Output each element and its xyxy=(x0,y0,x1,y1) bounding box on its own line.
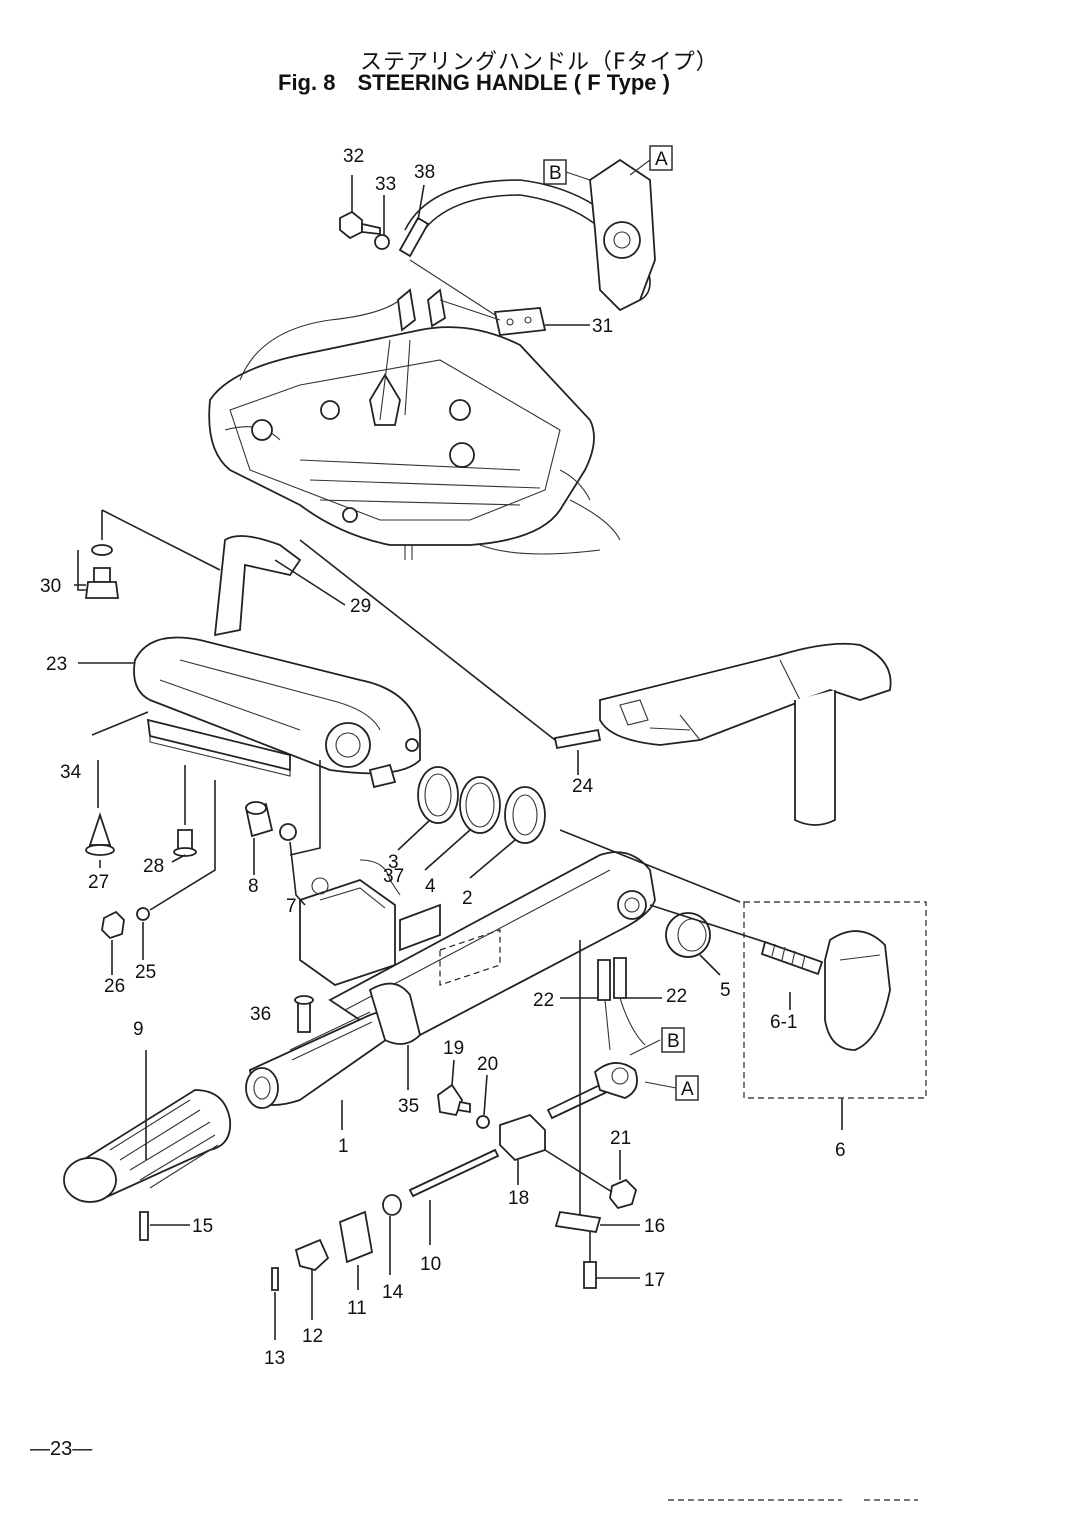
knob-19-drawing xyxy=(437,1083,471,1117)
part-label: 29 xyxy=(350,596,371,617)
part-label: 38 xyxy=(414,162,435,183)
part-label: 8 xyxy=(248,876,259,897)
ref-box-a-top: A xyxy=(649,145,673,171)
part-label: 31 xyxy=(592,316,613,337)
part-label: 16 xyxy=(644,1216,665,1237)
part-label: 17 xyxy=(644,1270,665,1291)
block-18-drawing xyxy=(499,1113,546,1162)
part-label: 15 xyxy=(192,1216,213,1237)
part-label: 22 xyxy=(533,990,554,1011)
page-number: —23— xyxy=(30,1438,93,1460)
washers-drawing xyxy=(417,766,546,844)
part-label: 36 xyxy=(250,1004,271,1025)
part-label: 21 xyxy=(610,1128,631,1149)
plate-16-drawing xyxy=(554,1210,602,1234)
part-label: 9 xyxy=(133,1019,144,1040)
kit-6-drawing xyxy=(743,901,927,1099)
swivel-bracket-drawing xyxy=(599,642,892,826)
part-labels: 32 33 38 31 30 29 23 34 24 3 37 4 2 28 2… xyxy=(40,146,846,1369)
part-label: 35 xyxy=(398,1096,419,1117)
svg-text:B: B xyxy=(667,1031,680,1052)
stud-24-drawing xyxy=(553,728,602,750)
bushing-5-drawing xyxy=(665,912,711,958)
part-label: 33 xyxy=(375,174,396,195)
part-label: 26 xyxy=(104,976,125,997)
title-japanese: ステアリングハンドル（Fタイプ） xyxy=(360,50,719,75)
part-label: 6 xyxy=(835,1140,846,1161)
part-label: 10 xyxy=(420,1254,441,1275)
collar-8-drawing xyxy=(244,801,297,841)
part-label: 28 xyxy=(143,856,164,877)
part-label: 7 xyxy=(286,896,297,917)
ref-box-a-mid: A xyxy=(675,1075,699,1101)
part-label: 3 xyxy=(388,852,399,873)
ring-20-drawing xyxy=(476,1115,490,1129)
bolt-32-drawing xyxy=(339,210,381,240)
bushing-11-drawing xyxy=(338,1210,374,1264)
part-label: 1 xyxy=(338,1136,349,1157)
throttle-cable-assembly xyxy=(397,158,656,336)
part-label: 27 xyxy=(88,872,109,893)
small-fasteners-drawing xyxy=(85,812,197,940)
linkage-drawing xyxy=(546,957,646,1120)
handle-bracket-drawing xyxy=(133,535,421,789)
part-label: 6-1 xyxy=(770,1012,797,1033)
part-label: 37 xyxy=(383,866,404,887)
washer-33-drawing xyxy=(374,234,390,250)
svg-text:A: A xyxy=(681,1079,694,1100)
bolt-30-drawing xyxy=(84,544,120,599)
ring-14-drawing xyxy=(382,1194,402,1216)
part-label: 24 xyxy=(572,776,594,797)
part-label: 2 xyxy=(462,888,473,909)
throttle-grip-drawing xyxy=(63,1089,232,1203)
engine-frame-drawing xyxy=(208,299,621,560)
collar-12-drawing xyxy=(294,1238,330,1271)
pin-38-drawing xyxy=(398,216,430,258)
nut-21-drawing xyxy=(609,1178,638,1210)
part-label: 20 xyxy=(477,1054,498,1075)
part-label: 25 xyxy=(135,962,156,983)
handle-arm-drawing xyxy=(245,851,656,1109)
part-label: 30 xyxy=(40,576,61,597)
part-label: 4 xyxy=(425,876,436,897)
part-label: 22 xyxy=(666,986,687,1007)
part-label: 11 xyxy=(347,1298,367,1319)
part-label: 13 xyxy=(264,1348,285,1369)
svg-text:A: A xyxy=(655,149,668,170)
shaft-10-drawing xyxy=(408,1148,500,1198)
part-label: 14 xyxy=(382,1282,404,1303)
svg-text:B: B xyxy=(549,163,562,184)
figure-label: Fig. 8 xyxy=(278,70,336,95)
pin-13-drawing xyxy=(271,1267,279,1291)
part-label: 34 xyxy=(60,762,82,783)
part-label: 5 xyxy=(720,980,731,1001)
ref-box-b-mid: B xyxy=(661,1027,685,1053)
title-english: Fig. 8 STEERING HANDLE ( F Type ) xyxy=(278,70,670,96)
ref-box-b-top: B xyxy=(543,159,567,185)
part-label: 23 xyxy=(46,654,67,675)
part-label: 19 xyxy=(443,1038,464,1059)
part-label: 12 xyxy=(302,1326,323,1347)
leader-lines xyxy=(74,175,843,1340)
part-label: 32 xyxy=(343,146,364,167)
stop-switch-drawing xyxy=(299,859,441,986)
screw-15-drawing xyxy=(139,1211,149,1241)
screw-17-drawing xyxy=(583,1261,597,1289)
part-label: 18 xyxy=(508,1188,529,1209)
figure-title: STEERING HANDLE ( F Type ) xyxy=(357,70,670,95)
